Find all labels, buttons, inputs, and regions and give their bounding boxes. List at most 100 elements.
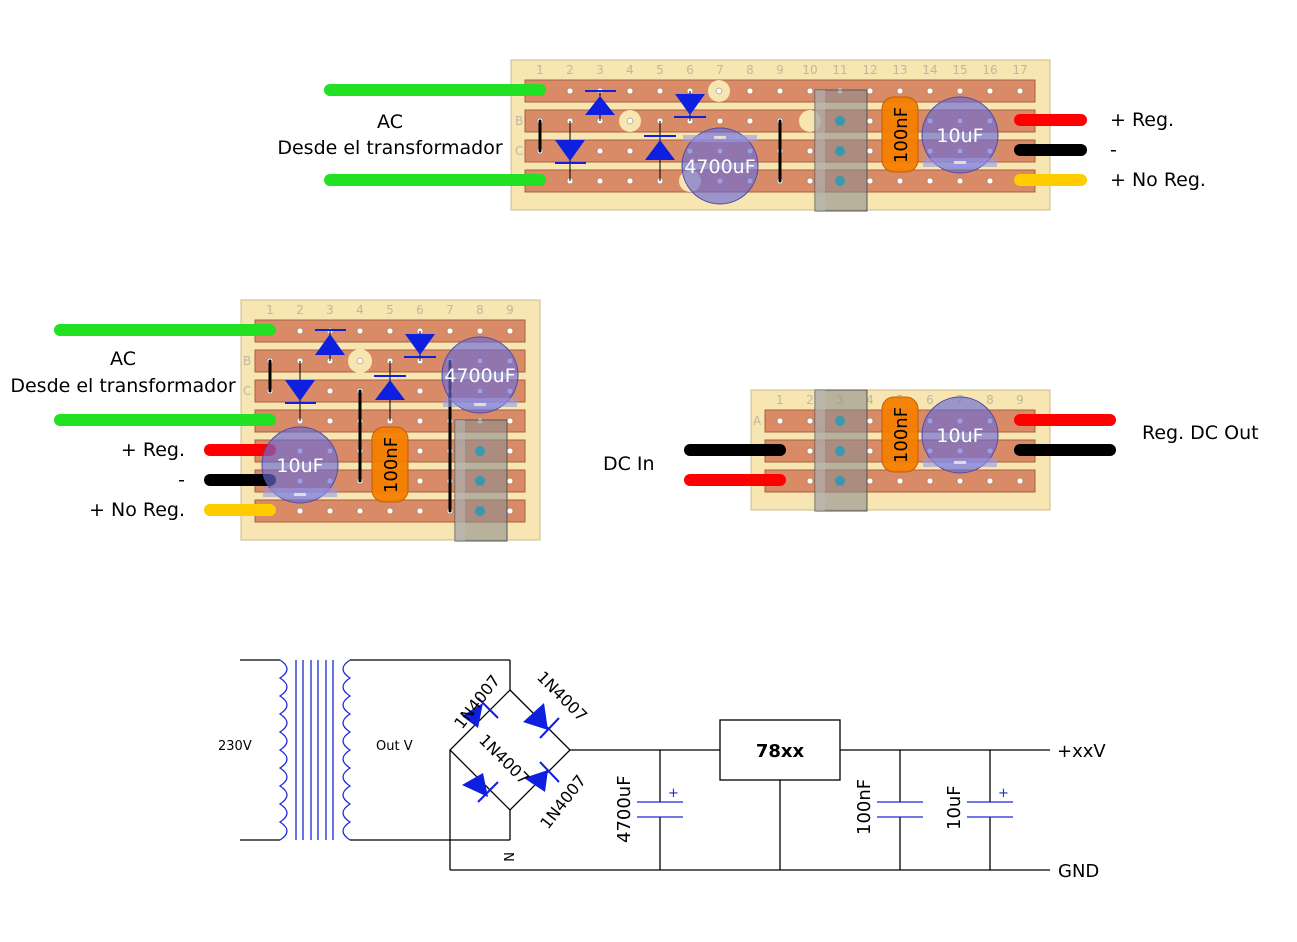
column-number: 2 [296, 303, 304, 317]
electrolytic-capacitor-10uF: 10uF [921, 396, 999, 474]
output-label: + No Reg. [89, 499, 185, 521]
hole [626, 87, 634, 95]
hole [956, 477, 964, 485]
hole [416, 477, 424, 485]
capacitor-label: 10uF [936, 125, 983, 147]
hole [416, 507, 424, 515]
capacitor-label: 4700uF [444, 365, 515, 387]
electrolytic-capacitor-10uF: 10uF [261, 426, 339, 504]
row-letter: B [515, 114, 523, 128]
secondary-label: Out V [376, 739, 413, 754]
column-number: 1 [776, 393, 784, 407]
row-letter: C [243, 384, 251, 398]
ceramic-capacitor [877, 750, 923, 870]
hole [866, 117, 874, 125]
hole [386, 327, 394, 335]
capacitor-label: 10uF [944, 785, 965, 830]
output-label: + Reg. [1110, 109, 1174, 131]
column-number: 6 [926, 393, 934, 407]
capacitor-label: 100nF [891, 407, 912, 463]
row-letter: B [243, 354, 251, 368]
column-number: 8 [746, 63, 754, 77]
input-label: Desde el transformador [10, 375, 235, 397]
schematic: 230V Out V 1N4007 1N4007 1N4007 1N [218, 659, 1106, 882]
transformer-coil [342, 659, 352, 841]
column-number: 5 [656, 63, 664, 77]
output-label: + Reg. [121, 439, 185, 461]
hole [626, 177, 634, 185]
capacitor-label: 4700uF [684, 156, 755, 178]
voltage-regulator [814, 89, 868, 212]
hole [626, 147, 634, 155]
column-number: 8 [476, 303, 484, 317]
hole [746, 117, 754, 125]
column-number: 7 [716, 63, 724, 77]
column-number: 13 [892, 63, 907, 77]
column-number: 5 [386, 303, 394, 317]
electrolytic-capacitor-4700uF: 4700uF [681, 127, 759, 205]
column-number: 1 [266, 303, 274, 317]
filter-capacitor: + [637, 750, 683, 870]
track-cut-hole [715, 87, 723, 95]
bridge-diode [523, 703, 560, 739]
column-number: 12 [862, 63, 877, 77]
column-number: 6 [416, 303, 424, 317]
ceramic-capacitor-100nF: 100nF [881, 396, 919, 473]
column-number: 10 [802, 63, 817, 77]
input-label: AC [110, 348, 136, 370]
hole [596, 147, 604, 155]
hole [896, 477, 904, 485]
bridge-diode [462, 697, 499, 728]
input-label: Desde el transformador [277, 137, 502, 159]
column-number: 8 [986, 393, 994, 407]
hole [296, 507, 304, 515]
diode [374, 361, 406, 421]
diode [555, 121, 586, 181]
transformer-coil [278, 659, 288, 841]
hole [866, 447, 874, 455]
capacitor-label: 4700uF [614, 775, 635, 843]
voltage-regulator [454, 419, 508, 542]
column-number: 7 [446, 303, 454, 317]
hole [866, 147, 874, 155]
regulator-label: 78xx [756, 741, 805, 762]
hole [386, 507, 394, 515]
hole [326, 417, 334, 425]
hole [806, 147, 814, 155]
output-label: + No Reg. [1110, 169, 1206, 191]
column-number: 14 [922, 63, 937, 77]
hole [326, 387, 334, 395]
hole [416, 417, 424, 425]
diode [585, 90, 616, 121]
diode [285, 361, 316, 421]
hole [356, 327, 364, 335]
hole [926, 477, 934, 485]
hole [776, 417, 784, 425]
hole [566, 87, 574, 95]
input-label: AC [377, 111, 403, 133]
transformer [240, 659, 510, 841]
hole [806, 417, 814, 425]
column-number: 3 [326, 303, 334, 317]
output-capacitor: + [967, 750, 1013, 870]
output-rail-label: +xxV [1057, 741, 1106, 762]
diode [404, 331, 436, 361]
hole [296, 327, 304, 335]
hole [656, 87, 664, 95]
hole [476, 327, 484, 335]
diode [644, 121, 676, 181]
column-number: 11 [832, 63, 847, 77]
hole [956, 177, 964, 185]
bridge-diode [524, 761, 560, 792]
diode [315, 329, 346, 361]
track-cut-hole [626, 117, 634, 125]
track-cut-hole [356, 357, 364, 365]
column-number: 16 [982, 63, 997, 77]
capacitor-label: 10uF [276, 455, 323, 477]
hole [1016, 87, 1024, 95]
hole [506, 477, 514, 485]
hole [956, 87, 964, 95]
